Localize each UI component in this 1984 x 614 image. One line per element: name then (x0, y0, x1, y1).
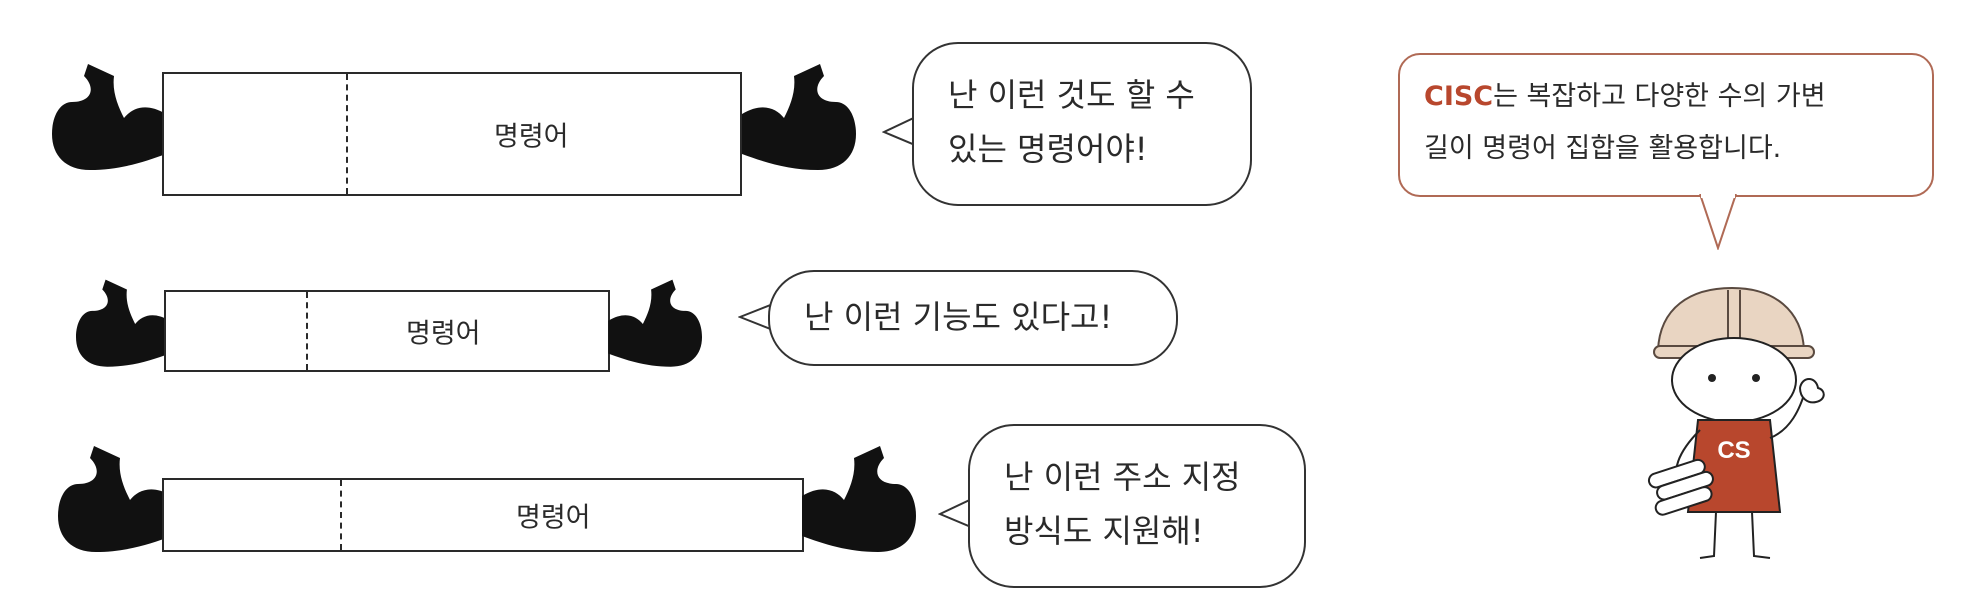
explanation-note: CISC는 복잡하고 다양한 수의 가변 길이 명령어 집합을 활용합니다. (1398, 53, 1934, 197)
bubble-line: 있는 명령어야! (948, 130, 1148, 168)
instruction-label: 명령어 (516, 502, 591, 534)
field-divider (306, 292, 308, 370)
instruction-label: 명령어 (494, 121, 569, 153)
speech-bubble: 난 이런 기능도 있다고! (768, 270, 1178, 366)
explanation-line-2: 길이 명령어 집합을 활용합니다. (1424, 133, 1782, 164)
bubble-line: 방식도 지원해! (1004, 512, 1204, 550)
flexed-arm-right-icon (608, 279, 702, 367)
note-tail (1699, 194, 1737, 250)
field-divider (340, 480, 342, 550)
explanation-line-1-rest: 는 복잡하고 다양한 수의 가변 (1493, 81, 1826, 112)
instruction-box: 명령어 (164, 290, 610, 372)
instruction-box: 명령어 (162, 478, 804, 552)
flexed-arm-left-icon (58, 446, 172, 552)
bubble-line: 난 이런 주소 지정 (1004, 458, 1241, 496)
bubble-line: 난 이런 기능도 있다고! (804, 298, 1113, 336)
field-divider (346, 74, 348, 194)
flexed-arm-right-icon (802, 446, 916, 552)
cs-worker-character-icon: CS (1647, 286, 1825, 559)
flexed-arm-left-icon (52, 64, 166, 170)
shirt-text: CS (1717, 437, 1750, 464)
instruction-box: 명령어 (162, 72, 742, 196)
speech-bubble: 난 이런 것도 할 수 있는 명령어야! (912, 42, 1252, 206)
cisc-highlight: CISC (1424, 81, 1494, 112)
explanation-line-1: CISC는 복잡하고 다양한 수의 가변 (1424, 71, 1908, 123)
bubble-line: 난 이런 것도 할 수 (948, 76, 1195, 114)
flexed-arm-right-icon (742, 64, 856, 170)
flexed-arm-left-icon (76, 279, 170, 367)
speech-bubble: 난 이런 주소 지정 방식도 지원해! (968, 424, 1306, 588)
instruction-label: 명령어 (406, 318, 481, 350)
